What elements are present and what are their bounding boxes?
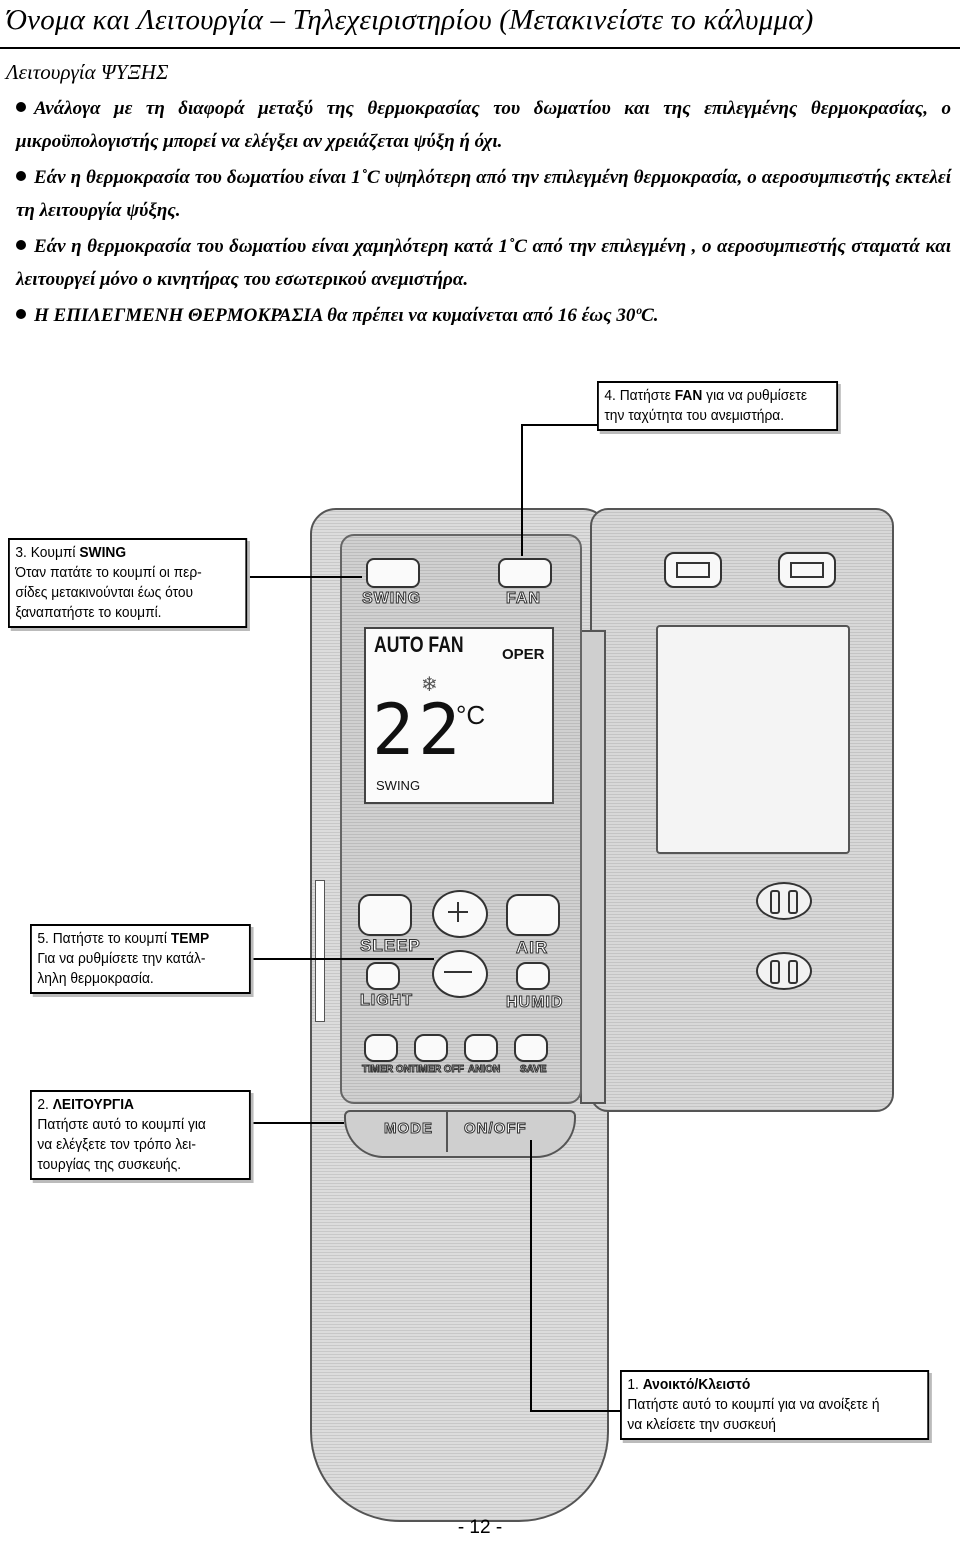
air-button[interactable] [506,894,560,936]
humid-button[interactable] [516,962,550,990]
bullet-text: Η ΕΠΙΛΕΓΜΕΝΗ ΘΕΡΜΟΚΡΑΣΙΑ θα πρέπει να κυ… [34,305,659,326]
save-button[interactable] [514,1034,548,1062]
onoff-button[interactable]: ON/OFF [464,1120,527,1138]
callout-swing: 3. Κουμπί SWING Όταν πατάτε το κουμπί οι… [8,538,248,628]
plus-icon-v [457,902,459,922]
timer-on-label: TIMER ON [362,1064,412,1076]
bullet-text: Ανάλογα με τη διαφορά μεταξύ της θερμοκρ… [16,98,951,152]
callout-onoff: 1. Ανοικτό/Κλειστό Πατήστε αυτό το κουμπ… [620,1370,930,1440]
bullet-item: Εάν η θερμοκρασία του δωματίου είναι χαμ… [16,230,951,296]
leader-swing [244,576,362,578]
callout-temp: 5. Πατήστε το κουμπί TEMP Για να ρυθμίσε… [30,924,251,994]
save-label: SAVE [520,1064,547,1076]
bullet-item: Εάν η θερμοκρασία του δωματίου είναι 1˚C… [16,161,951,227]
lcd-auto-fan: AUTO FAN [374,632,464,657]
mode-button[interactable]: MODE [384,1120,433,1138]
bullet-list: Ανάλογα με τη διαφορά μεταξύ της θερμοκρ… [16,92,951,335]
leader-temp [244,958,434,960]
leader-onoff-v [530,1140,532,1412]
anion-label: ANION [467,1064,501,1076]
timer-on-button[interactable] [364,1034,398,1062]
temp-down-button[interactable] [432,950,488,998]
mode-onoff-bar [344,1110,576,1158]
bullet-dot-icon [16,102,26,112]
bullet-text: Εάν η θερμοκρασία του δωματίου είναι χαμ… [16,236,951,290]
sleep-button[interactable] [358,894,412,936]
lid-window [656,625,850,854]
anion-button[interactable] [464,1034,498,1062]
bullet-dot-icon [16,309,26,319]
light-label: LIGHT [360,992,413,1010]
swing-label: SWING [361,590,422,608]
air-label: AIR [515,938,549,958]
lid-knob-bottom [756,952,812,990]
lcd-display [364,627,554,804]
temp-up-button[interactable] [432,890,488,938]
lcd-oper: OPER [502,646,545,663]
remote-side-slot [315,880,325,1022]
sleep-label: SLEEP [360,936,421,956]
page-title: Όνομα και Λειτουργία – Τηλεχειριστηρίου … [6,4,814,36]
light-button[interactable] [366,962,400,990]
title-rule [0,47,960,49]
bullet-dot-icon [16,240,26,250]
fan-button[interactable] [498,558,552,588]
bullet-text: Εάν η θερμοκρασία του δωματίου είναι 1˚C… [16,167,951,221]
timer-off-label: TIMER OFF [410,1064,465,1076]
bullet-item: Η ΕΠΙΛΕΓΜΕΝΗ ΘΕΡΜΟΚΡΑΣΙΑ θα πρέπει να κυ… [16,299,951,332]
section-heading: Λειτουργία ΨΥΞΗΣ [6,60,169,84]
leader-onoff-h [530,1410,622,1412]
timer-off-button[interactable] [414,1034,448,1062]
minus-icon [444,971,472,973]
bullet-item: Ανάλογα με τη διαφορά μεταξύ της θερμοκρ… [16,92,951,158]
lid-clip-left [664,552,722,588]
snowflake-icon: ❄ [421,674,438,696]
lcd-swing: SWING [376,778,421,793]
callout-fan: 4. Πατήστε FAN για να ρυθμίσετε την ταχύ… [597,381,839,431]
lid-hinge [580,630,606,1104]
fan-label: FAN [506,590,541,608]
leader-fan-h [521,424,597,426]
lid-clip-right [778,552,836,588]
leader-fan-v [521,424,523,556]
page-number: - 12 - [457,1517,503,1538]
mode-onoff-divider [446,1112,448,1152]
humid-label: HUMID [505,994,564,1012]
swing-button[interactable] [366,558,420,588]
lcd-temperature: 22 [372,689,465,771]
leader-mode [244,1122,344,1124]
bullet-dot-icon [16,171,26,181]
lid-knob-top [756,882,812,920]
lcd-unit: °C [456,700,486,730]
callout-mode: 2. ΛΕΙΤΟΥΡΓΙΑ Πατήστε αυτό το κουμπί για… [30,1090,251,1180]
remote-button-panel [340,534,582,1104]
